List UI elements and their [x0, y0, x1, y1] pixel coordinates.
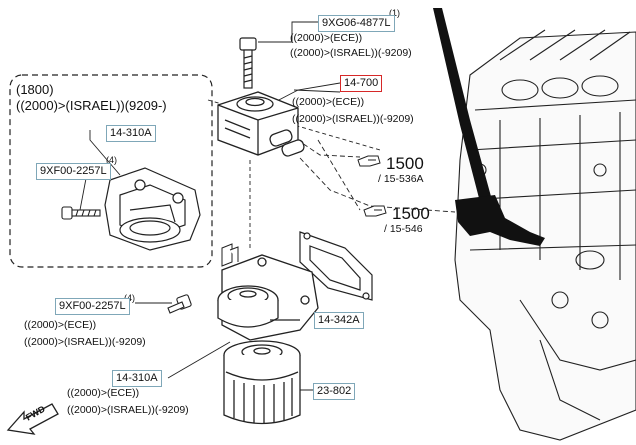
gasket: [299, 231, 373, 301]
top-bolt-qty: (1): [389, 8, 400, 18]
oil-filter: [223, 340, 301, 425]
top-bolt: [239, 37, 257, 89]
oil-cooler: [217, 91, 305, 157]
hand-pointer-icon: [363, 205, 387, 217]
ref-2-sub: / 15-546: [384, 223, 423, 235]
inset-bolt-qty: (4): [106, 155, 117, 165]
housing-bolt: [167, 294, 192, 314]
housing-ece-note: ((2000)>(ECE)): [67, 387, 140, 399]
inset-header-note: ((2000)>(ISRAEL))(9209-): [16, 98, 167, 113]
inset-bolt-part-number[interactable]: 9XF00-2257L: [36, 163, 111, 180]
gasket-part-number[interactable]: 14-342A: [314, 312, 364, 329]
top-bolt-ece-note: ((2000)>(ECE)): [290, 32, 363, 44]
connector-pieces: [221, 243, 239, 267]
housing-bolt-israel-note: ((2000)>(ISRAEL))(-9209): [24, 336, 146, 348]
housing-israel-note: ((2000)>(ISRAEL))(-9209): [67, 404, 189, 416]
inset-housing: [104, 167, 201, 251]
housing-bolt-ece-note: ((2000)>(ECE)): [24, 319, 97, 331]
top-bolt-israel-note: ((2000)>(ISRAEL))(-9209): [290, 47, 412, 59]
cooler-location-mark: [455, 195, 545, 246]
dipstick-tube: [433, 8, 492, 202]
ref-1-number: 1500: [386, 154, 424, 173]
ref-2-number: 1500: [392, 204, 430, 223]
oil-cooler-ece-note: ((2000)>(ECE)): [292, 96, 365, 108]
filter-part-number[interactable]: 23-802: [313, 383, 356, 400]
inset-housing-part-number[interactable]: 14-310A: [106, 125, 156, 142]
oil-cooler-israel-note: ((2000)>(ISRAEL))(-9209): [292, 113, 414, 125]
top-bolt-part-number[interactable]: 9XG06-4877L: [318, 15, 395, 32]
housing-bolt-part-number[interactable]: 9XF00-2257L: [55, 298, 130, 315]
oil-cooler-part-number[interactable]: 14-700: [340, 75, 383, 92]
variant-inset-box: [9, 74, 213, 268]
inset-bolt: [61, 206, 101, 220]
fwd-arrow-icon: [6, 403, 59, 435]
hand-pointer-icon: [357, 155, 381, 167]
inset-header: (1800): [16, 82, 54, 97]
housing-part-number[interactable]: 14-310A: [112, 370, 162, 387]
engine-block: [454, 29, 636, 441]
filter-housing: [217, 254, 319, 341]
ref-1-sub: / 15-536A: [378, 173, 424, 185]
